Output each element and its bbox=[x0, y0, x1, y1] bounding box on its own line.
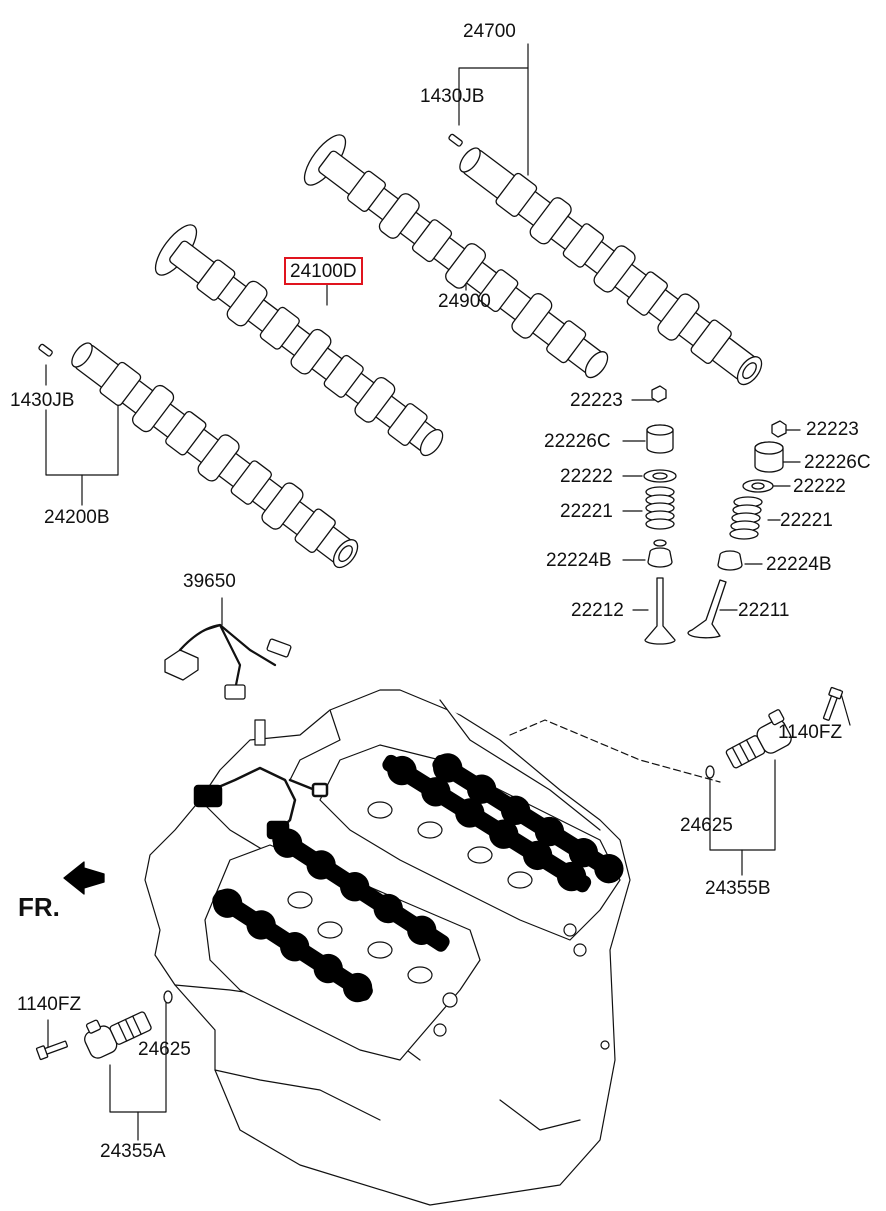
pin-1430jb-top bbox=[448, 133, 463, 147]
label-22222-right: 22222 bbox=[793, 476, 846, 497]
stem-seal-22224b-right bbox=[717, 550, 743, 571]
label-24900: 24900 bbox=[438, 291, 491, 312]
label-22221-left: 22221 bbox=[560, 501, 613, 522]
valve-22211 bbox=[687, 579, 727, 639]
label-1140fz-right: 1140FZ bbox=[778, 722, 843, 743]
label-22221-right: 22221 bbox=[780, 510, 833, 531]
front-direction-label: FR. bbox=[18, 892, 60, 922]
label-39650: 39650 bbox=[183, 571, 236, 592]
label-22223-right: 22223 bbox=[806, 419, 859, 440]
label-22226c-right: 22226C bbox=[804, 452, 871, 473]
bolt-1140fz-right bbox=[822, 686, 844, 721]
label-22224b-left: 22224B bbox=[546, 550, 612, 571]
valve-train-intake bbox=[643, 385, 677, 645]
label-22212: 22212 bbox=[571, 600, 624, 621]
installed-harness bbox=[193, 766, 329, 840]
oil-control-valve-24355b bbox=[725, 709, 792, 769]
label-1430jb-left: 1430JB bbox=[10, 390, 75, 411]
camshaft-24100d bbox=[154, 224, 444, 457]
label-24355a: 24355A bbox=[100, 1141, 166, 1162]
valve-22212 bbox=[644, 577, 676, 645]
label-22222-left: 22222 bbox=[560, 466, 613, 487]
label-1140fz-left: 1140FZ bbox=[17, 994, 82, 1015]
stem-seal-22224b-left bbox=[647, 547, 673, 568]
valve-spring-22221-left bbox=[645, 486, 675, 530]
retainer-lock-22223-right bbox=[771, 420, 787, 438]
label-22211: 22211 bbox=[738, 600, 790, 621]
label-24625-left: 24625 bbox=[138, 1039, 191, 1060]
engine-block bbox=[144, 689, 631, 1206]
retainer-lock-22223-left bbox=[651, 385, 667, 403]
label-24700: 24700 bbox=[463, 21, 516, 42]
oil-control-valve-24355a bbox=[84, 1011, 152, 1059]
valve-spring-22221-right bbox=[729, 496, 763, 540]
label-22224b-right: 22224B bbox=[766, 554, 832, 575]
camshaft-24200b bbox=[71, 342, 359, 569]
o-ring-24625-right bbox=[705, 765, 715, 779]
installed-camshafts bbox=[212, 753, 624, 1003]
label-24625-right: 24625 bbox=[680, 815, 733, 836]
wiring-harness-39650 bbox=[164, 623, 292, 700]
pin-1430jb-left bbox=[38, 343, 53, 357]
o-ring-24625-left bbox=[163, 990, 173, 1004]
bolt-1140fz-left bbox=[35, 1040, 68, 1061]
leader-lines bbox=[45, 43, 851, 1141]
camshaft-24700 bbox=[459, 147, 763, 386]
label-22226c-left: 22226C bbox=[544, 431, 611, 452]
label-24100d-highlighted: 24100D bbox=[284, 257, 363, 285]
camshaft-24900 bbox=[303, 134, 609, 379]
valve-train-exhaust bbox=[687, 420, 787, 639]
label-1430jb-top: 1430JB bbox=[420, 86, 485, 107]
front-arrow-icon bbox=[63, 861, 105, 895]
label-22223-left: 22223 bbox=[570, 390, 623, 411]
label-24200b: 24200B bbox=[44, 507, 110, 528]
label-24355b: 24355B bbox=[705, 878, 771, 899]
